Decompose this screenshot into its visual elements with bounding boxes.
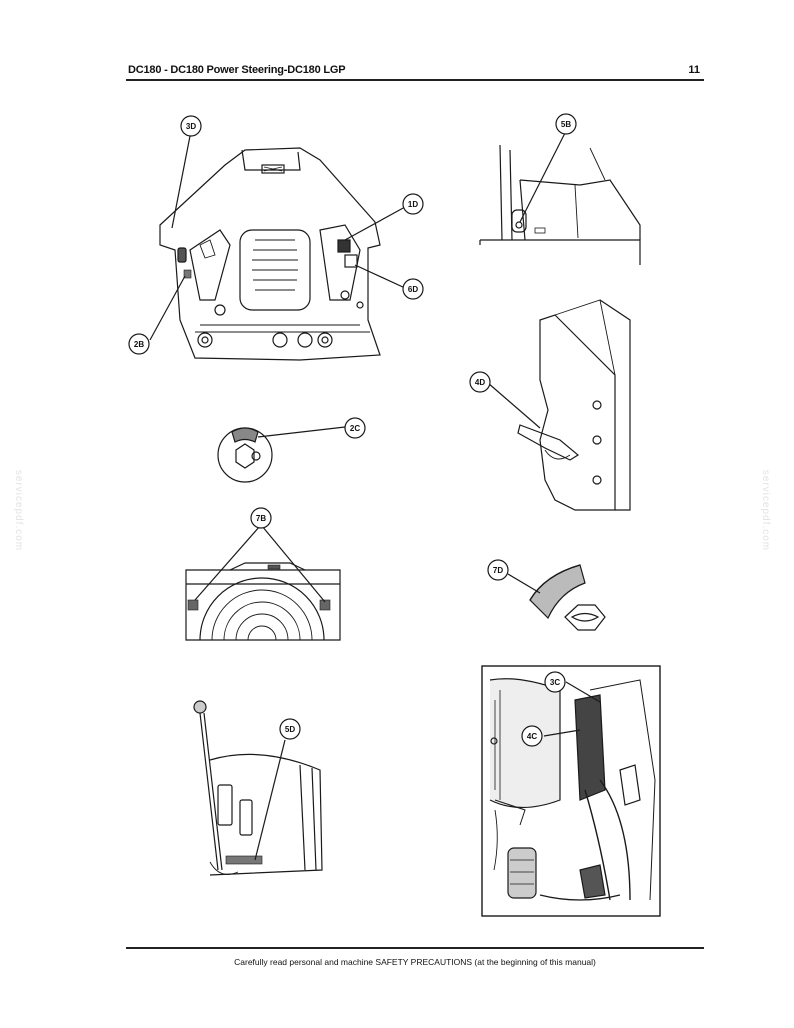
safety-footer: Carefully read personal and machine SAFE… — [234, 957, 596, 967]
callout-7b-label: 7B — [256, 514, 266, 523]
callout-4d: 4D — [469, 371, 491, 393]
document-title: DC180 - DC180 Power Steering-DC180 LGP — [128, 64, 346, 76]
callout-1d-label: 1D — [408, 200, 418, 209]
page-header: DC180 - DC180 Power Steering-DC180 LGP 1… — [128, 64, 704, 80]
footer-rule — [126, 947, 704, 949]
callout-4d-label: 4D — [475, 378, 485, 387]
callout-7d-label: 7D — [493, 566, 503, 575]
callout-2b-label: 2B — [134, 340, 144, 349]
callout-3c-label: 3C — [550, 678, 560, 687]
callouts: 3D 1D 6D 2B 5B 4D 2C 7B — [128, 113, 577, 747]
callout-6d-label: 6D — [408, 285, 418, 294]
figure-7d — [507, 564, 606, 631]
header-rule — [126, 79, 704, 81]
callout-3d: 3D — [180, 115, 202, 137]
callout-1d: 1D — [402, 193, 424, 215]
figure-2c — [217, 426, 346, 483]
callout-5b: 5B — [555, 113, 577, 135]
callout-2b: 2B — [128, 333, 150, 355]
figure-5b — [479, 132, 641, 265]
figure-5d — [193, 700, 323, 876]
callout-7d: 7D — [487, 559, 509, 581]
figure-7b — [185, 525, 341, 641]
callout-6d: 6D — [402, 278, 424, 300]
callout-4c: 4C — [521, 725, 543, 747]
callout-7b: 7B — [250, 507, 272, 529]
figure-photo-3c-4c — [481, 665, 661, 917]
page-number: 11 — [688, 64, 700, 76]
callout-5b-label: 5B — [561, 120, 571, 129]
callout-3d-label: 3D — [186, 122, 196, 131]
figure-dashboard — [149, 135, 406, 361]
callout-5d-label: 5D — [285, 725, 295, 734]
callout-2c-label: 2C — [350, 424, 360, 433]
callout-4c-label: 4C — [527, 732, 537, 741]
figure-4d — [487, 299, 631, 511]
callout-2c: 2C — [344, 417, 366, 439]
callout-5d: 5D — [279, 718, 301, 740]
callout-3c: 3C — [544, 671, 566, 693]
